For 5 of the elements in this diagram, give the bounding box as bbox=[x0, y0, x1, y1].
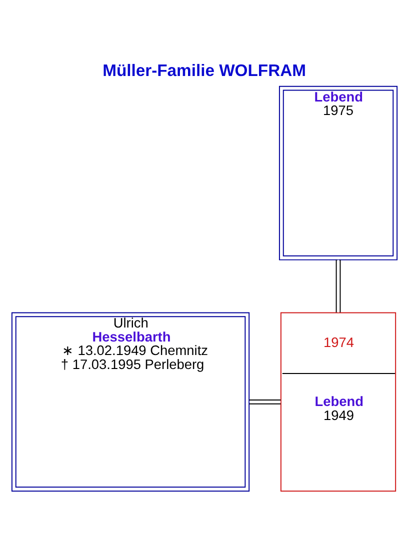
node-box: Ulrich Hesselbarth ∗ 13.02.1949 Chemnitz † 17.03.1995 Perleberg bbox=[11, 312, 250, 492]
connector bbox=[336, 259, 341, 313]
diagram-title: Müller-Familie WOLFRAM bbox=[102, 61, 306, 80]
connector bbox=[248, 399, 282, 404]
node-box: Lebend 1975 bbox=[278, 86, 398, 260]
